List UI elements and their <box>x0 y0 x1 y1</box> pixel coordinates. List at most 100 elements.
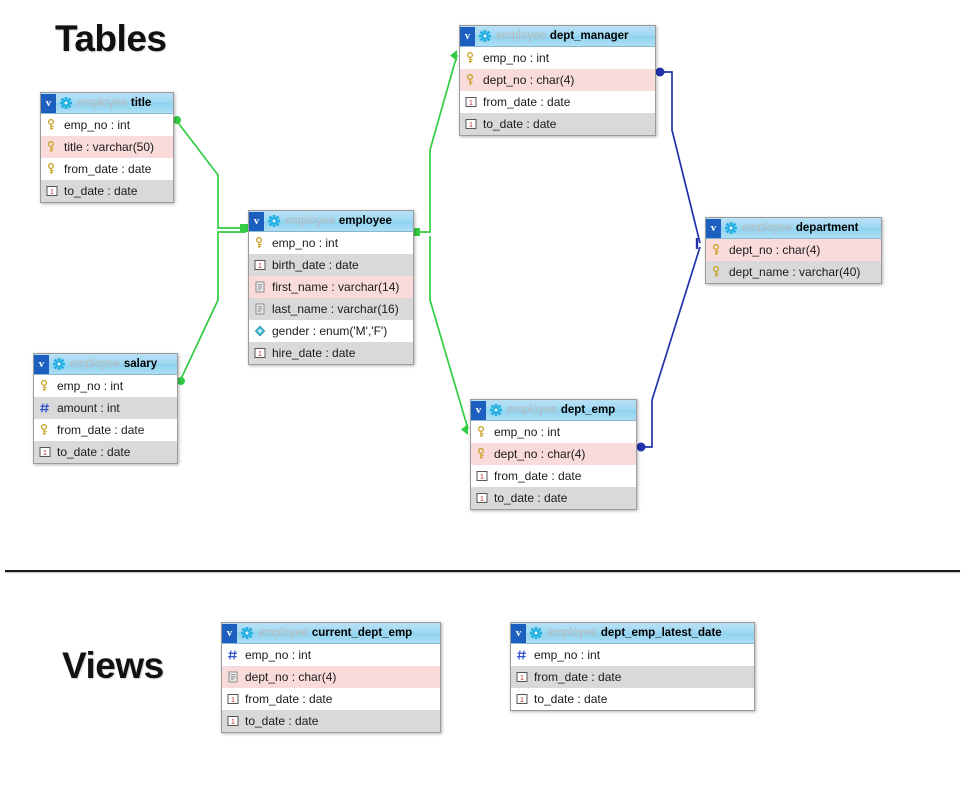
column-row[interactable]: emp_no : int <box>249 232 413 254</box>
column-row[interactable]: dept_no : char(4) <box>706 239 881 261</box>
section-heading-views: Views <box>62 645 164 686</box>
column-label: from_date : date <box>534 669 622 684</box>
view-badge-icon: v <box>706 218 721 238</box>
view-badge-icon: v <box>460 26 475 46</box>
svg-text:1: 1 <box>480 494 484 503</box>
column-label: to_date : date <box>483 116 557 131</box>
column-row[interactable]: dept_no : char(4) <box>471 443 636 465</box>
key-icon <box>711 243 723 256</box>
column-row[interactable]: emp_no : int <box>460 47 655 69</box>
view-badge-icon: v <box>471 400 486 420</box>
column-label: to_date : date <box>57 444 131 459</box>
text-icon <box>227 671 239 683</box>
column-row[interactable]: emp_no : int <box>34 375 177 397</box>
column-label: emp_no : int <box>57 378 124 393</box>
column-row[interactable]: emp_no : int <box>222 644 440 666</box>
column-label: from_date : date <box>64 161 152 176</box>
table-name: employee <box>338 215 392 227</box>
column-row[interactable]: from_date : date <box>41 158 173 180</box>
column-label: from_date : date <box>245 691 333 706</box>
gear-icon <box>267 214 281 228</box>
gear-icon <box>52 357 66 371</box>
column-row[interactable]: dept_no : char(4) <box>460 69 655 91</box>
table-name: dept_emp <box>560 404 616 416</box>
gear-icon <box>529 626 543 640</box>
gear-icon <box>489 403 503 417</box>
gear-icon <box>59 96 73 110</box>
column-label: birth_date : date <box>272 257 359 272</box>
column-row[interactable]: gender : enum('M','F') <box>249 320 413 342</box>
column-row[interactable]: emp_no : int <box>41 114 173 136</box>
date-icon: 1 <box>476 492 488 504</box>
column-row[interactable]: 1 from_date : date <box>511 666 754 688</box>
column-label: to_date : date <box>534 691 608 706</box>
column-row[interactable]: amount : int <box>34 397 177 419</box>
svg-text:1: 1 <box>50 187 54 196</box>
column-label: gender : enum('M','F') <box>272 323 388 338</box>
column-row[interactable]: 1 to_date : date <box>511 688 754 710</box>
text-icon <box>254 303 266 315</box>
column-row[interactable]: emp_no : int <box>471 421 636 443</box>
key-icon <box>39 423 51 436</box>
table-name: dept_emp_latest_date <box>600 627 722 639</box>
column-label: emp_no : int <box>272 235 339 250</box>
column-row[interactable]: last_name : varchar(16) <box>249 298 413 320</box>
svg-text:1: 1 <box>520 673 524 682</box>
key-icon <box>46 162 58 175</box>
key-icon <box>465 73 477 86</box>
gear-icon <box>478 29 492 43</box>
table-name: department <box>795 222 859 234</box>
column-row[interactable]: dept_no : char(4) <box>222 666 440 688</box>
column-label: to_date : date <box>245 713 319 728</box>
column-label: dept_no : char(4) <box>729 242 821 257</box>
relationship-employee-dept-manager <box>412 50 458 236</box>
column-row[interactable]: from_date : date <box>34 419 177 441</box>
column-label: dept_name : varchar(40) <box>729 264 861 279</box>
relationship-salary-employee <box>177 231 246 385</box>
gear-icon <box>724 221 738 235</box>
column-row[interactable]: first_name : varchar(14) <box>249 276 413 298</box>
column-row[interactable]: emp_no : int <box>511 644 754 666</box>
svg-text:1: 1 <box>258 349 262 358</box>
column-label: first_name : varchar(14) <box>272 279 400 294</box>
enum-icon <box>254 325 266 337</box>
schema-name: employee <box>547 627 597 639</box>
column-row[interactable]: title : varchar(50) <box>41 136 173 158</box>
table-name: current_dept_emp <box>311 627 413 639</box>
schema-name: employee <box>507 404 557 416</box>
column-label: emp_no : int <box>494 424 561 439</box>
date-icon: 1 <box>465 96 477 108</box>
svg-text:1: 1 <box>480 472 484 481</box>
column-row[interactable]: dept_name : varchar(40) <box>706 261 881 283</box>
date-icon: 1 <box>254 347 266 359</box>
svg-text:1: 1 <box>520 695 524 704</box>
relationship-dept-manager-department <box>655 67 701 249</box>
